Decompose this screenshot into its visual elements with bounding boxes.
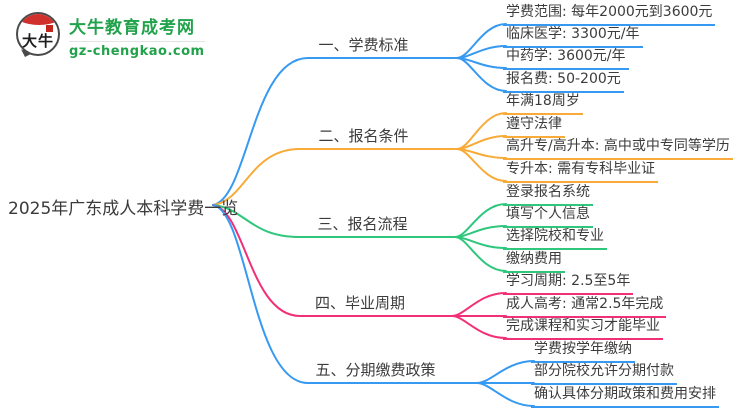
leaf-topic: 填写个人信息 [503, 205, 593, 228]
leaf-line [476, 382, 535, 407]
branch-topic-1: 一、学费标准 [318, 36, 409, 54]
leaf-topic: 确认具体分期政策和费用安排 [531, 385, 719, 408]
leaf-topic: 专升本: 需有专科毕业证 [503, 160, 659, 183]
site-name: 大牛教育成考网 [69, 13, 205, 42]
leaf-line [456, 148, 507, 182]
branch-line [212, 204, 478, 384]
leaf-topic: 选择院校和专业 [503, 227, 607, 250]
leaf-line [456, 23, 507, 59]
leaf-topic: 年满18周岁 [503, 92, 583, 115]
daniu-bull-icon: 大牛 [16, 12, 60, 65]
branch-line [212, 148, 458, 206]
root-topic: 2025年广东成人本科学费一览 [8, 199, 239, 219]
branch-line [212, 204, 453, 317]
branch-topic-3: 三、报名流程 [317, 215, 408, 233]
red-cap-icon [18, 14, 58, 25]
site-logo: 大牛 大牛教育成考网 gz-chengkao.com [16, 12, 205, 65]
leaf-topic: 中药学: 3600元/年 [503, 47, 629, 70]
red-seal-icon [46, 25, 53, 32]
branch-line [212, 204, 456, 238]
leaf-topic: 登录报名系统 [503, 183, 593, 206]
leaf-topic: 遵守法律 [503, 115, 565, 138]
branch-topic-4: 四、毕业周期 [314, 294, 405, 312]
leaf-line [454, 225, 507, 238]
branch-topic-5: 五、分期缴费政策 [315, 361, 436, 379]
leaf-line [456, 148, 507, 159]
leaf-line [454, 236, 507, 272]
leaf-topic: 高升专/高升本: 高中或中专同等学历 [503, 137, 733, 160]
leaf-line [456, 57, 507, 69]
leaf-topic: 学费按学年缴纳 [531, 340, 635, 363]
logo-characters: 大牛 [21, 32, 54, 50]
leaf-line [456, 45, 507, 59]
leaf-topic: 成人高考: 通常2.5年完成 [503, 295, 667, 318]
leaf-topic: 报名费: 50-200元 [503, 70, 624, 93]
leaf-topic: 部分院校允许分期付款 [531, 362, 677, 385]
logo-text: 大牛教育成考网 gz-chengkao.com [69, 13, 205, 59]
leaf-line [456, 112, 507, 150]
leaf-topic: 学习周期: 2.5至5年 [503, 272, 634, 295]
leaf-line [451, 292, 507, 317]
leaf-line [454, 236, 507, 249]
leaf-line [456, 57, 507, 92]
leaf-topic: 完成课程和实习才能毕业 [503, 317, 663, 340]
branch-topic-2: 二、报名条件 [318, 127, 409, 145]
site-domain: gz-chengkao.com [69, 44, 205, 59]
leaf-line [451, 315, 507, 339]
leaf-topic: 临床医学: 3300元/年 [503, 25, 643, 48]
branch-line [212, 57, 458, 206]
leaf-topic: 学费范围: 每年2000元到3600元 [503, 3, 716, 26]
leaf-line [476, 360, 535, 384]
leaf-line [456, 135, 507, 150]
leaf-topic: 缴纳费用 [503, 250, 565, 273]
leaf-line [454, 203, 507, 238]
